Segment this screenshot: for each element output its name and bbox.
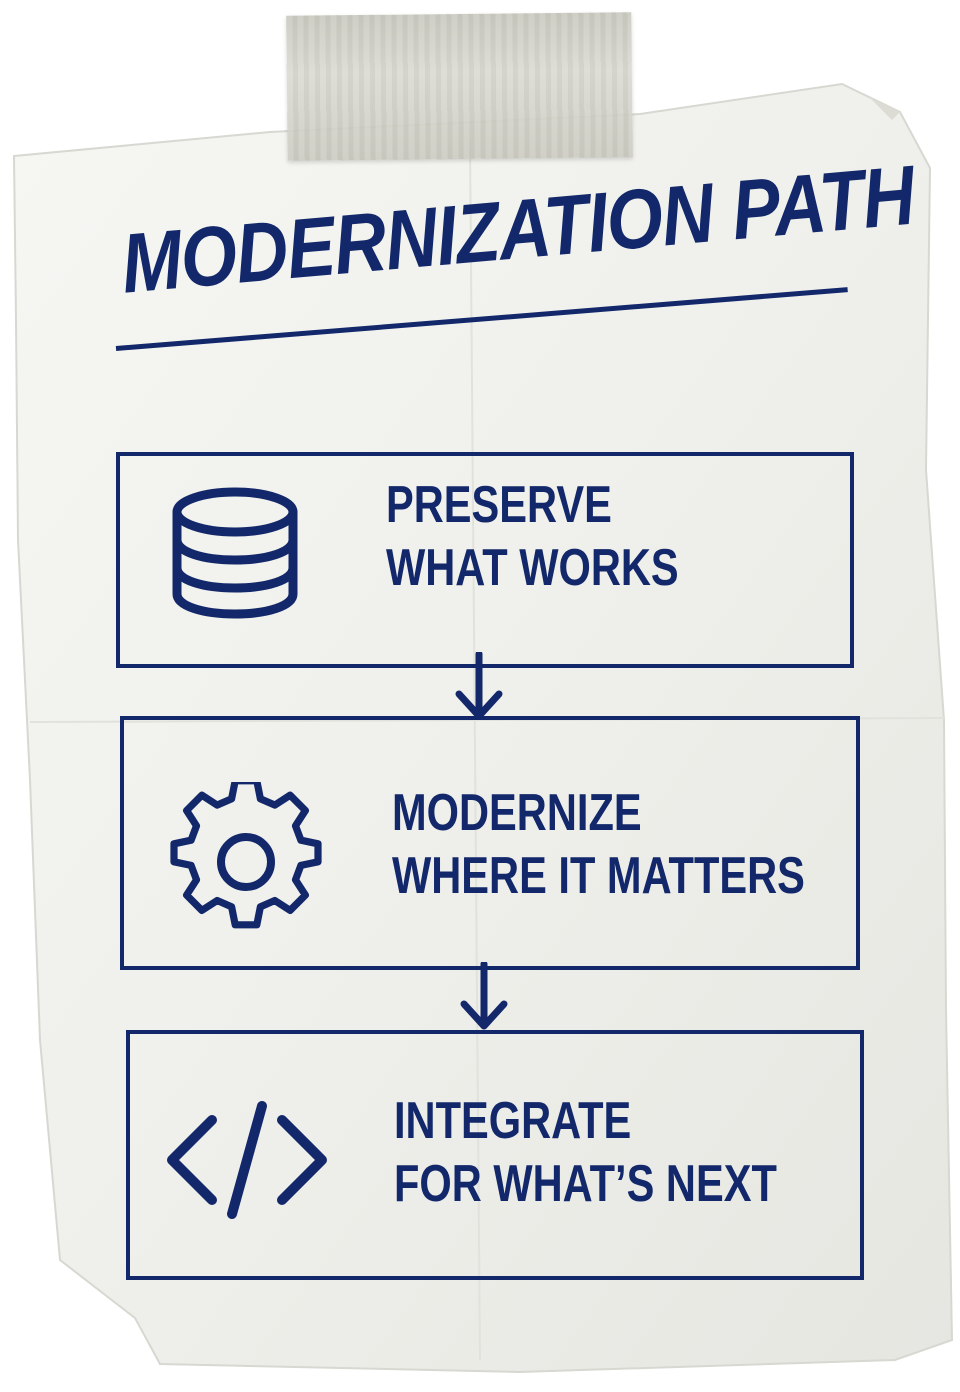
step-line2: WHAT WORKS [386,539,679,597]
step-line2: WHERE IT MATTERS [392,847,805,905]
step-box-integrate [126,1030,864,1280]
code-icon [167,1101,327,1219]
step-line1: PRESERVE [386,476,612,534]
step-label-preserve: PRESERVE WHAT WORKS [386,474,679,600]
arrow-down-icon [460,962,508,1030]
masking-tape [286,12,633,161]
step-box-preserve [116,452,854,668]
step-line1: MODERNIZE [392,784,642,842]
gear-icon [170,782,322,929]
database-icon [172,487,298,619]
step-label-modernize: MODERNIZE WHERE IT MATTERS [392,782,805,908]
step-box-modernize [120,716,860,970]
step-label-integrate: INTEGRATE FOR WHAT’S NEXT [394,1090,777,1216]
step-line1: INTEGRATE [394,1092,632,1150]
arrow-down-icon [455,652,503,720]
step-line2: FOR WHAT’S NEXT [394,1155,777,1213]
